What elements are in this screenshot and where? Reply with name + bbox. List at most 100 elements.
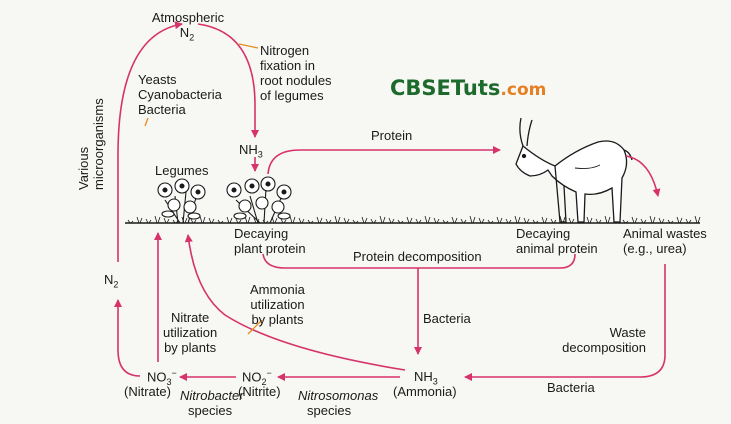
waste-decomposition-label: Waste decomposition — [562, 325, 646, 355]
pointer-ammonia-utilization — [247, 319, 263, 335]
ammonia-utilization-label: Ammonia utilization by plants — [250, 282, 305, 327]
grass-tuft — [289, 215, 296, 224]
nitrogen-fixation-label: Nitrogen fixation in root nodules of leg… — [260, 43, 332, 103]
legume-plant-left — [157, 178, 206, 224]
grass-tuft — [676, 216, 683, 224]
arrows — [114, 21, 666, 381]
n2-left-formula: N2 — [104, 272, 119, 290]
grass-tuft — [406, 216, 413, 224]
pointer-organisms — [144, 117, 149, 127]
arrow-fixation — [197, 23, 259, 138]
grass-tuft — [361, 216, 368, 224]
grass-tuft — [496, 216, 503, 224]
grass-tuft — [352, 219, 359, 224]
grass-tuft — [199, 215, 206, 224]
no2-formula: NO2− — [242, 368, 272, 387]
grass-tuft — [667, 219, 674, 224]
grass-tuft — [136, 216, 143, 224]
grass-tuft — [424, 215, 431, 224]
label-pointers — [144, 43, 263, 335]
grass-tuft — [694, 215, 701, 224]
grass-tuft — [595, 218, 602, 224]
grass-tuft — [658, 217, 665, 224]
grass-tuft — [316, 216, 323, 224]
protein-label: Protein — [371, 128, 413, 143]
grass-tuft — [685, 218, 692, 224]
grass-tuft — [451, 216, 458, 224]
grass-tuft — [217, 219, 224, 224]
grass-tuft — [127, 219, 134, 224]
yeasts-cyanobacteria-bacteria-label: Yeasts Cyanobacteria Bacteria — [138, 72, 222, 117]
bacteria-mid-label: Bacteria — [423, 311, 471, 326]
grass-tuft — [622, 219, 629, 224]
grass-tuft — [343, 217, 350, 224]
legume-plant-right — [226, 176, 292, 224]
atmospheric-label: Atmospheric — [151, 10, 225, 25]
protein-decomposition-bracket — [262, 253, 576, 269]
grass-tuft — [379, 215, 386, 224]
grass-tuft — [532, 219, 539, 224]
grass-tuft — [514, 215, 521, 224]
grass-tuft — [370, 218, 377, 224]
grass-tuft — [460, 218, 467, 224]
grass-tuft — [442, 219, 449, 224]
nh3-top-formula: NH3 — [239, 142, 263, 160]
grass-tuft — [397, 219, 404, 224]
nitrate-label: (Nitrate) — [124, 384, 171, 399]
nitrosomonas-species-label: species — [307, 403, 352, 418]
antelope-illustration — [515, 117, 633, 223]
grass-tuft — [586, 216, 593, 224]
cbsetuts-logo: CBSETuts.com — [390, 76, 547, 100]
grass-tuft — [505, 218, 512, 224]
animal-wastes-label: Animal wastes (e.g., urea) — [623, 226, 707, 256]
arrow-n2-to-atmosphere — [117, 21, 183, 262]
grass-tuft — [334, 215, 341, 224]
grass-tuft — [208, 217, 215, 224]
grass — [127, 215, 701, 224]
arrow-to-animal-wastes — [625, 155, 661, 197]
grass-tuft — [604, 215, 611, 224]
bacteria-bottom-label: Bacteria — [547, 380, 595, 395]
arrow-ammonia-utilization — [184, 234, 406, 371]
grass-tuft — [226, 216, 233, 224]
grass-tuft — [163, 217, 170, 224]
atmospheric-n2-formula: N2 — [179, 25, 195, 43]
grass-tuft — [523, 217, 530, 224]
grass-tuft — [487, 219, 494, 224]
grass-tuft — [541, 216, 548, 224]
ammonia-label: (Ammonia) — [393, 384, 457, 399]
arrow-waste-decomposition — [464, 264, 666, 381]
grass-tuft — [469, 215, 476, 224]
grass-tuft — [154, 215, 161, 224]
nh3-bottom-formula: NH3 — [414, 369, 438, 387]
grass-tuft — [433, 217, 440, 224]
grass-tuft — [649, 215, 656, 224]
grass-tuft — [325, 218, 332, 224]
protein-decomposition-label: Protein decomposition — [353, 249, 482, 264]
no3-formula: NO3− — [147, 368, 177, 387]
grass-tuft — [388, 217, 395, 224]
decaying-animal-protein-label: Decaying animal protein — [516, 226, 598, 256]
arrow-no3-to-n2 — [114, 299, 141, 377]
nitrobacter-label: Nitrobacter — [180, 388, 244, 403]
grass-tuft — [640, 218, 647, 224]
grass-tuft — [307, 219, 314, 224]
pointer-fixation — [238, 43, 259, 49]
grass-tuft — [568, 217, 575, 224]
grass-tuft — [550, 218, 557, 224]
nitrobacter-species-label: species — [188, 403, 233, 418]
grass-tuft — [298, 217, 305, 224]
grass-tuft — [280, 218, 287, 224]
nitrosomonas-label: Nitrosomonas — [298, 388, 379, 403]
grass-tuft — [631, 216, 638, 224]
nitrate-utilization-label: Nitrate utilization by plants — [163, 310, 218, 355]
arrow-protein — [267, 146, 501, 175]
grass-tuft — [145, 218, 152, 224]
grass-tuft — [415, 218, 422, 224]
legumes-label: Legumes — [155, 163, 209, 178]
grass-tuft — [235, 218, 242, 224]
nitrite-label: (Nitrite) — [238, 384, 281, 399]
various-microorganisms-label: Various microorganisms — [76, 98, 106, 190]
